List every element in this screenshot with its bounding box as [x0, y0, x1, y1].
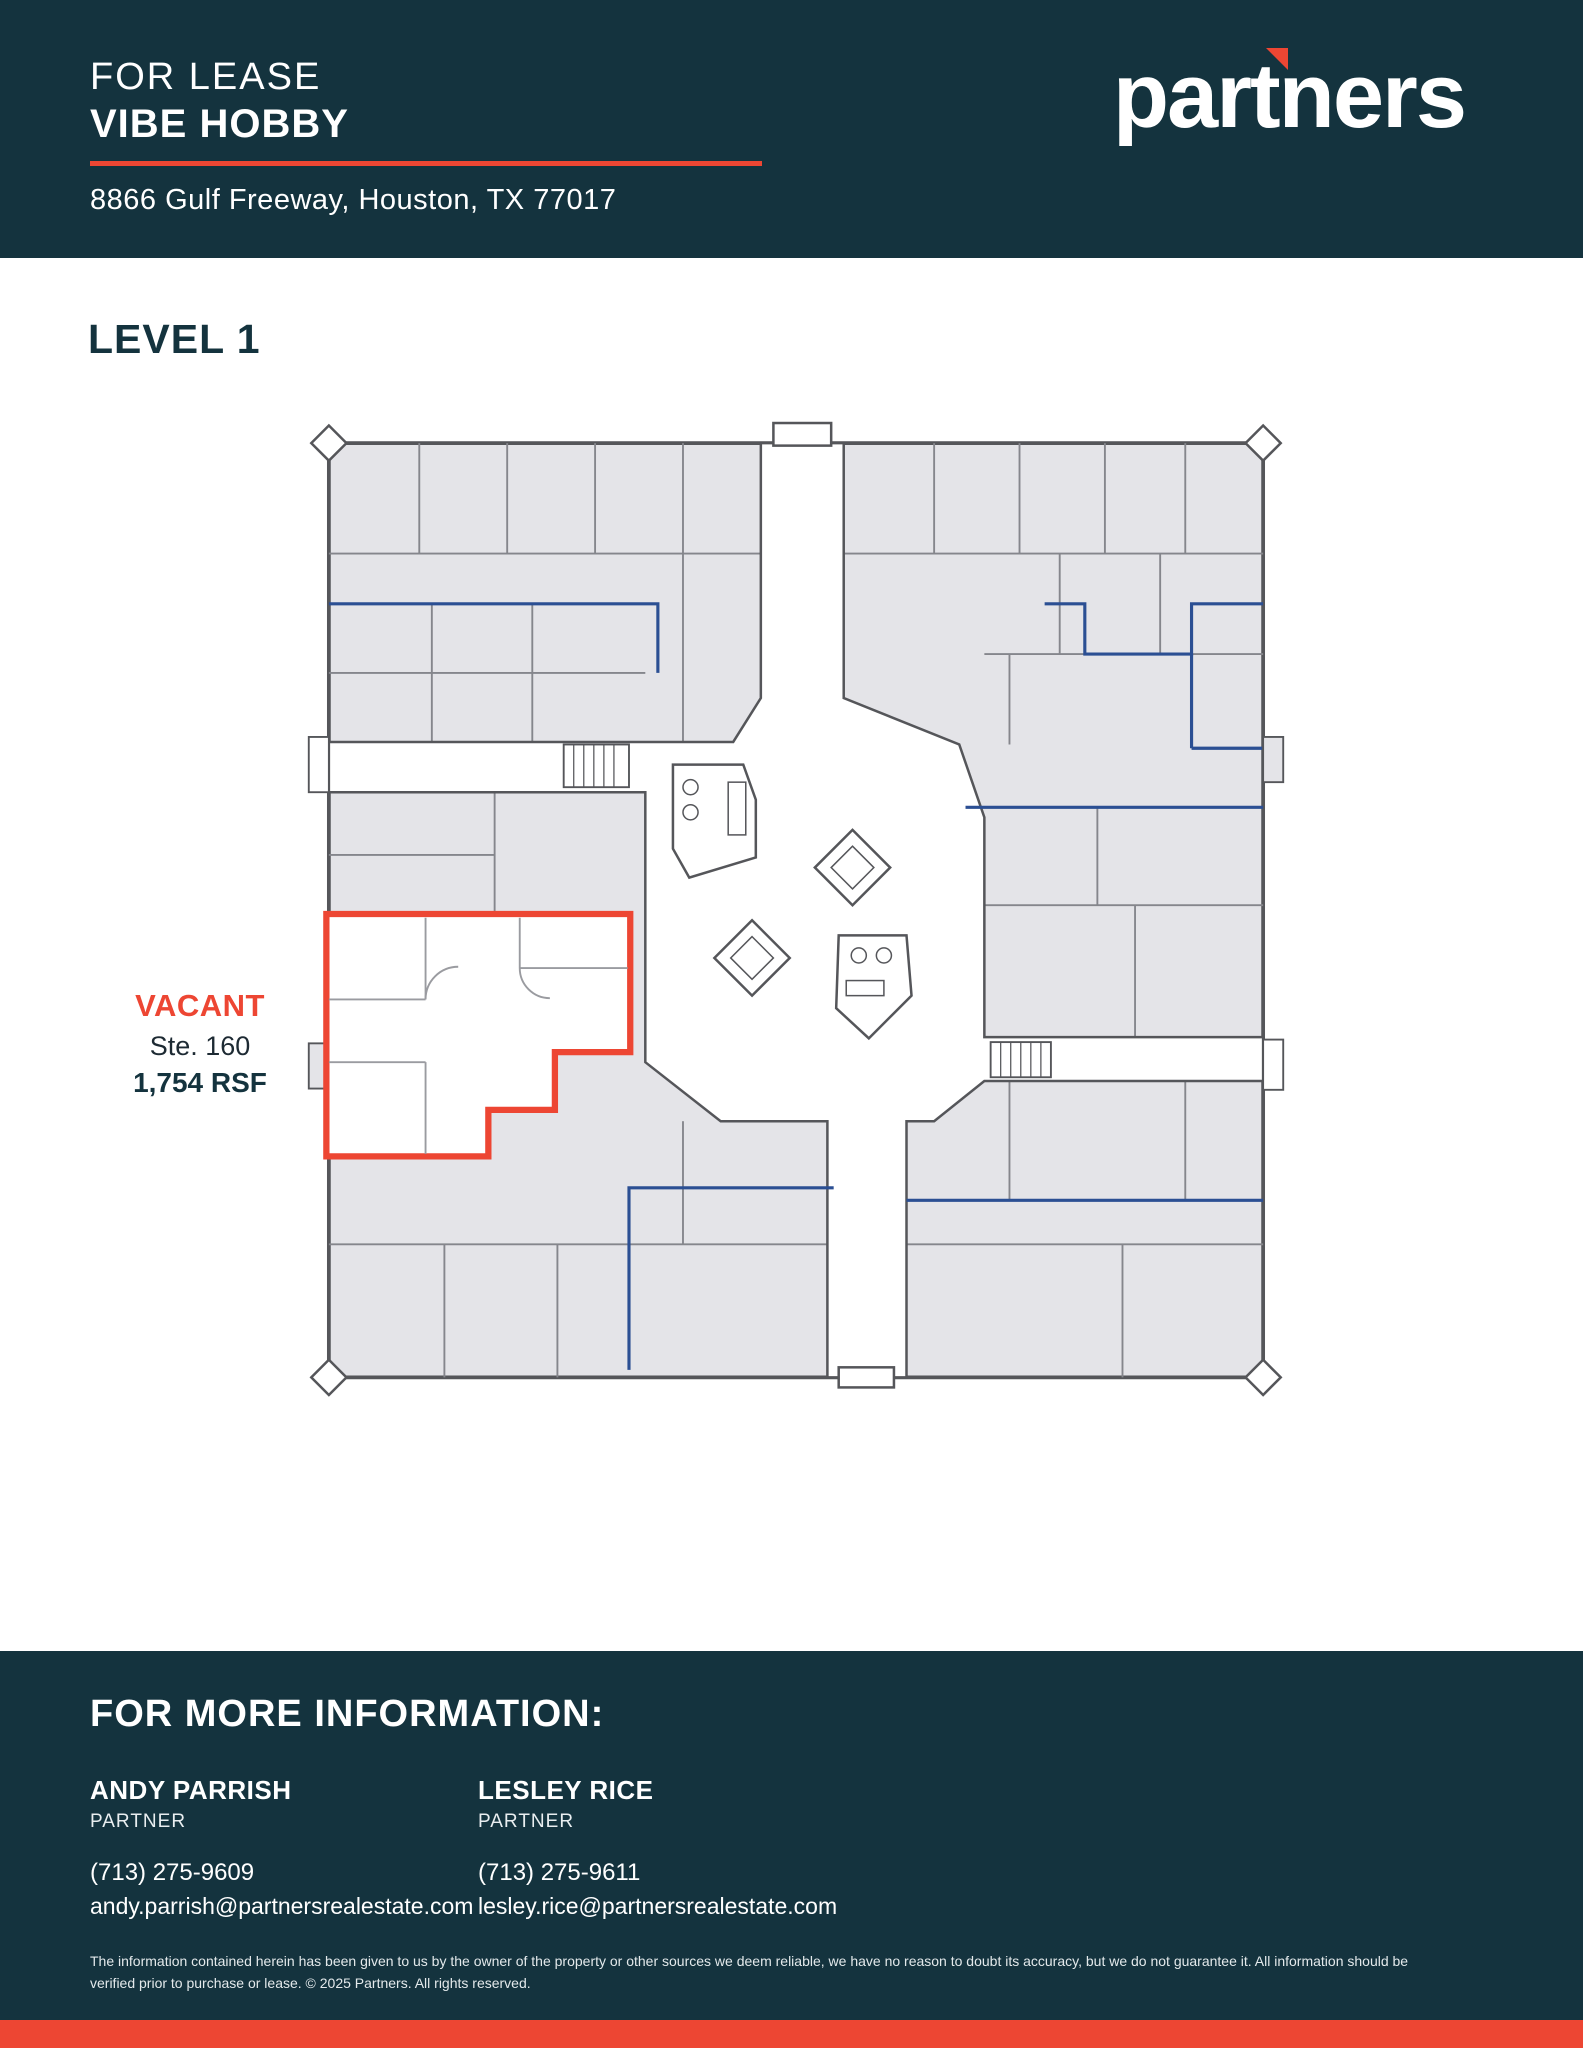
vacancy-size: 1,754 RSF: [133, 1067, 267, 1098]
logo-t-letter: t: [1250, 45, 1281, 147]
contact-title: PARTNER: [90, 1811, 187, 1832]
contact-name: LESLEY RICE: [478, 1775, 654, 1805]
logo-text-pre: par: [1112, 45, 1252, 147]
contact-email-link[interactable]: lesley.rice@partnersrealestate.com: [478, 1893, 838, 1919]
header-divider: [90, 161, 762, 166]
corner-markers: [309, 423, 1283, 1397]
logo-text-post: ners: [1278, 45, 1467, 147]
property-address: 8866 Gulf Freeway, Houston, TX 77017: [90, 184, 617, 216]
header: FOR LEASE VIBE HOBBY 8866 Gulf Freeway, …: [0, 0, 1583, 258]
contact-phone: (713) 275-9611: [478, 1859, 641, 1886]
bottom-accent-bar: [0, 2020, 1583, 2048]
floor-plan-drawing: [307, 421, 1285, 1397]
contact-card: LESLEY RICE PARTNER (713) 275-9611 lesle…: [478, 1775, 837, 1920]
blue-suite-walls: [328, 602, 1264, 1370]
restroom-core-upper: [671, 763, 758, 880]
contact-title: PARTNER: [478, 1811, 575, 1832]
stair-icon-2: [989, 1041, 1052, 1079]
vacant-suite-outline: [323, 910, 634, 1160]
contact-card: ANDY PARRISH PARTNER (713) 275-9609 andy…: [90, 1775, 473, 1920]
contact-name: ANDY PARRISH: [90, 1775, 292, 1805]
restroom-core-lower: [834, 934, 913, 1041]
vacancy-callout: VACANT Ste. 160 1,754 RSF: [100, 988, 300, 1099]
footer: FOR MORE INFORMATION: ANDY PARRISH PARTN…: [0, 1651, 1583, 2048]
elevator-core-icon: [712, 828, 892, 998]
contact-email-link[interactable]: andy.parrish@partnersrealestate.com: [90, 1893, 474, 1919]
contact-phone: (713) 275-9609: [90, 1859, 255, 1886]
lobby-and-corridors: [327, 441, 1265, 1379]
vacant-suite-partitions: [328, 917, 628, 1154]
property-name: VIBE HOBBY: [90, 102, 349, 146]
vacancy-suite-number: Ste. 160: [149, 1031, 251, 1061]
stair-icon: [562, 743, 630, 789]
vacancy-status: VACANT: [135, 988, 265, 1023]
interior-walls: [328, 443, 1264, 1378]
vacant-suite: [323, 910, 634, 1160]
legal-disclaimer: The information contained herein has bee…: [90, 1953, 1409, 1991]
level-heading: LEVEL 1: [88, 316, 261, 362]
floor-plan: [296, 418, 1296, 1405]
entrances-and-tabs: [307, 421, 1285, 1389]
for-lease-label: FOR LEASE: [90, 56, 322, 98]
footer-heading: FOR MORE INFORMATION:: [90, 1693, 605, 1735]
logo-t: t: [1250, 45, 1289, 147]
